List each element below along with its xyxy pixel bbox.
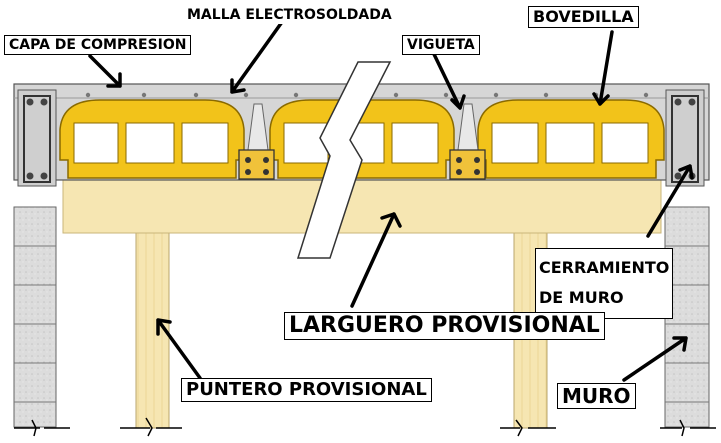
bovedilla-2 bbox=[269, 99, 455, 179]
label-cerramiento: CERRAMIENTO DE MURO bbox=[535, 248, 674, 319]
label-malla: MALLA ELECTROSOLDADA bbox=[184, 6, 395, 24]
label-puntero: PUNTERO PROVISIONAL bbox=[181, 378, 432, 402]
label-vigueta: VIGUETA bbox=[402, 35, 480, 55]
vigueta-2 bbox=[449, 103, 486, 180]
label-bovedilla: BOVEDILLA bbox=[528, 6, 639, 28]
pointer-arrows bbox=[88, 20, 694, 382]
label-larguero: LARGUERO PROVISIONAL bbox=[284, 312, 605, 340]
bovedilla-3 bbox=[477, 99, 665, 179]
cerramiento-left bbox=[17, 89, 57, 187]
wall-left bbox=[13, 206, 57, 428]
ground-marks bbox=[14, 417, 716, 437]
bovedilla-1 bbox=[59, 99, 245, 179]
cerramiento-right bbox=[665, 89, 705, 187]
vigueta-1 bbox=[238, 103, 275, 180]
label-cerramiento-line1: CERRAMIENTO bbox=[539, 258, 670, 277]
break-line-gap bbox=[296, 61, 392, 259]
larguero-beam bbox=[62, 179, 662, 234]
label-cerramiento-line2: DE MURO bbox=[539, 288, 624, 308]
label-muro: MURO bbox=[557, 383, 636, 409]
label-capa-compresion: CAPA DE COMPRESION bbox=[4, 35, 192, 55]
